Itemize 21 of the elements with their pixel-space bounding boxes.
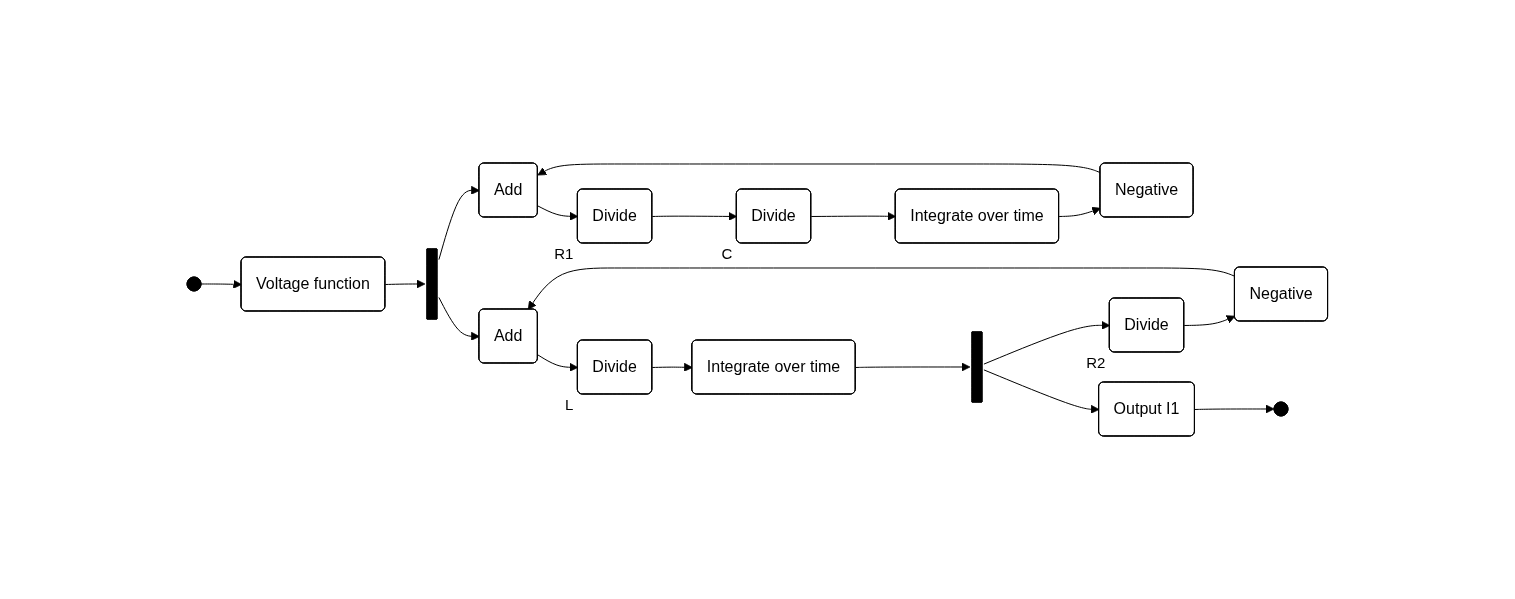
arrow <box>438 296 480 341</box>
arrow <box>1194 404 1275 414</box>
arrow <box>1058 206 1102 217</box>
arrow <box>652 362 693 372</box>
pin-label: C <box>721 245 733 262</box>
arrow <box>855 362 971 372</box>
arrow <box>810 211 897 221</box>
arrow <box>652 212 738 221</box>
arrow <box>385 279 426 289</box>
arrow <box>527 267 1236 310</box>
pin-label: L <box>565 396 574 413</box>
pin-label: R1 <box>554 245 574 262</box>
arrow <box>537 163 1102 176</box>
arrow <box>438 185 480 261</box>
arrow <box>200 279 243 289</box>
arrow <box>983 320 1111 365</box>
arrow <box>1183 315 1236 326</box>
arrow <box>537 205 579 221</box>
arrow <box>537 354 579 372</box>
pin-label: R2 <box>1086 354 1106 371</box>
arrow <box>983 369 1100 414</box>
